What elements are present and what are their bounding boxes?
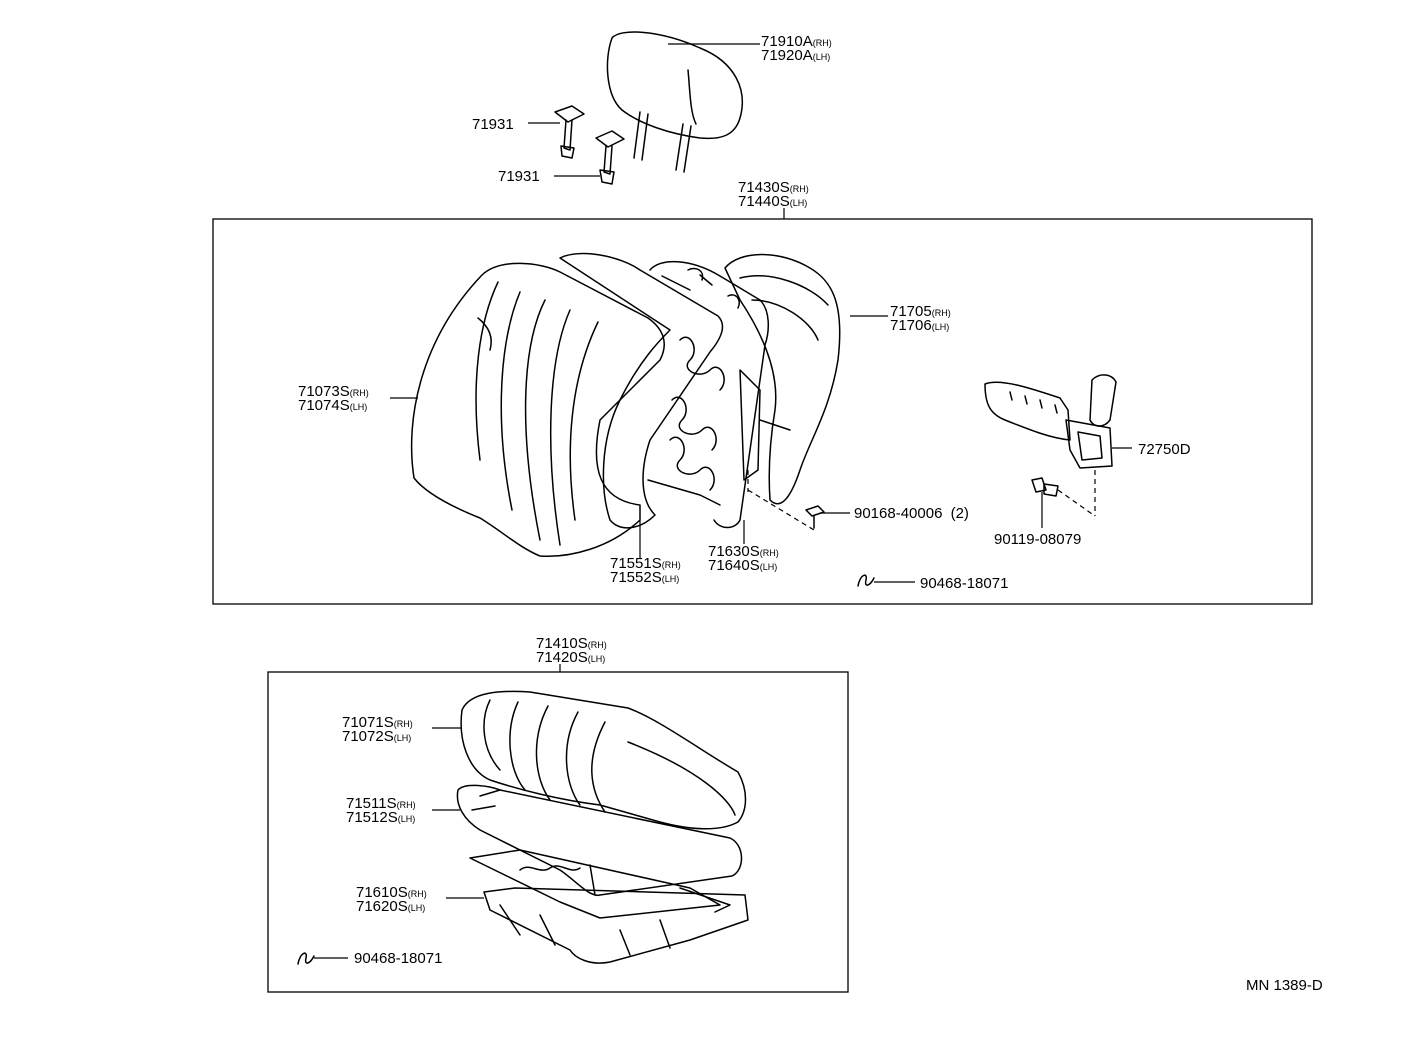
seat-back-frame-drawing (647, 260, 770, 529)
seat-cushion-group-box (267, 671, 849, 993)
callout-headrest-lh: 71920A(LH) (761, 47, 830, 64)
leader-lines (314, 43, 1132, 959)
callout-bolt: 90119-08079 (994, 531, 1081, 548)
hog-ring-back-drawing (857, 574, 875, 587)
callout-back-frame-lh: 71640S(LH) (708, 557, 777, 574)
callout-back-pad-lh: 71552S(LH) (610, 569, 679, 586)
callout-hog-ring-back: 90468-18071 (920, 575, 1008, 592)
drawing-code: MN 1389-D (1246, 977, 1323, 994)
callout-cushion-pad-rh: 71511S(RH) (346, 795, 416, 812)
seat-back-board-drawing (724, 253, 841, 505)
callout-support-lower: 71931 (498, 168, 540, 185)
seat-back-cover-drawing (410, 262, 665, 557)
callout-back-cover-rh: 71073S(RH) (298, 383, 369, 400)
seat-back-group-box (212, 218, 1313, 605)
bolt-drawing (1031, 477, 1059, 497)
callout-back-frame-rh: 71630S(RH) (708, 543, 779, 560)
seat-cushion-frame-drawing (469, 849, 749, 964)
callout-back-board-lh: 71706(LH) (890, 317, 949, 334)
assembly-dashed-guides (747, 470, 1096, 531)
callout-screw: 90168-40006 (2) (854, 505, 969, 522)
headrest-support-upper-drawing (554, 105, 585, 159)
callout-cushion-pad-lh: 71512S(LH) (346, 809, 415, 826)
hog-ring-cushion-drawing (297, 952, 315, 965)
callout-cushion-cover-rh: 71071S(RH) (342, 714, 413, 731)
callout-support-upper: 71931 (472, 116, 514, 133)
callout-back-assembly-rh: 71430S(RH) (738, 179, 809, 196)
screw-drawing (805, 505, 825, 529)
headrest-drawing (606, 31, 744, 173)
callout-back-pad-rh: 71551S(RH) (610, 555, 681, 572)
callout-back-assembly-lh: 71440S(LH) (738, 193, 807, 210)
headrest-support-lower-drawing (595, 130, 625, 185)
seat-cushion-cover-drawing (460, 690, 747, 830)
seat-back-pad-drawing (559, 252, 724, 529)
callout-lumbar-adjuster: 72750D (1138, 441, 1191, 458)
callout-cushion-frame-rh: 71610S(RH) (356, 884, 427, 901)
callout-hog-ring-cushion: 90468-18071 (354, 950, 442, 967)
callout-back-cover-lh: 71074S(LH) (298, 397, 367, 414)
callout-cushion-cover-lh: 71072S(LH) (342, 728, 411, 745)
callout-back-board-rh: 71705(RH) (890, 303, 951, 320)
callout-headrest-rh: 71910A(RH) (761, 33, 832, 50)
callout-cushion-assembly-lh: 71420S(LH) (536, 649, 605, 666)
callout-cushion-frame-lh: 71620S(LH) (356, 898, 425, 915)
seat-cushion-pad-drawing (456, 784, 743, 896)
lumbar-adjuster-drawing (984, 374, 1117, 469)
callout-cushion-assembly-rh: 71410S(RH) (536, 635, 607, 652)
